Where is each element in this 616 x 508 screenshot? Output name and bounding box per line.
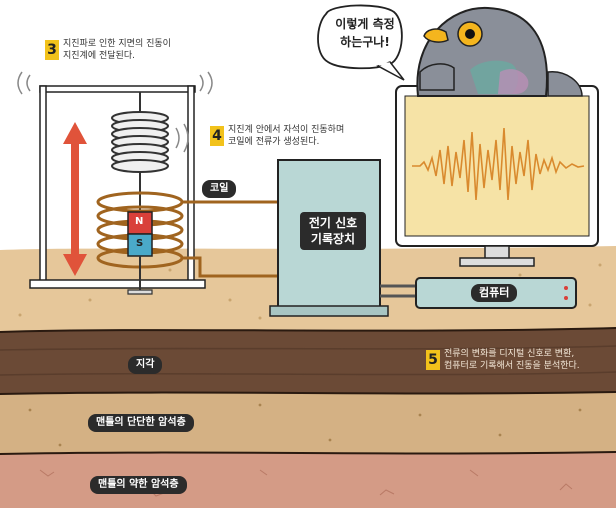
upper-mantle-layer xyxy=(0,392,616,454)
coil-label: 코일 xyxy=(202,180,237,198)
weak-mantle-label: 맨틀의 약한 암석층 xyxy=(90,476,187,494)
bird-speech-line1: 이렇게 측정 xyxy=(335,17,395,31)
speech-bubble xyxy=(317,4,405,81)
step-4-badge: 4 xyxy=(210,126,224,146)
computer-label: 컴퓨터 xyxy=(471,284,518,302)
monitor xyxy=(395,85,599,267)
magnet-n-label: N xyxy=(135,216,144,227)
step-5-badge: 5 xyxy=(426,350,440,370)
pigeon xyxy=(416,6,583,97)
step-3-line2: 지진계에 전달된다. xyxy=(63,51,135,61)
spring xyxy=(111,92,189,212)
vibration-arrow xyxy=(63,122,87,276)
magnet-s-label: S xyxy=(136,238,144,249)
seismometer-frame xyxy=(17,71,213,289)
crust-label: 지각 xyxy=(128,356,163,374)
step-3-line1: 지진파로 인한 지면의 진동이 xyxy=(63,39,171,49)
recorder-label-line1: 전기 신호 xyxy=(308,216,358,230)
upper-mantle-label: 맨틀의 단단한 암석층 xyxy=(88,414,194,432)
crust-layer xyxy=(0,328,616,394)
magnet xyxy=(127,211,153,295)
step-5-line1: 전류의 변화를 디지털 신호로 변환, xyxy=(444,349,575,359)
step-4-line1: 지진계 안에서 자석이 진동하며 xyxy=(228,125,345,135)
bird-speech-line2: 하는구나! xyxy=(340,35,390,49)
recorder-label: 전기 신호 기록장치 xyxy=(300,212,366,250)
recorder-label-line2: 기록장치 xyxy=(310,232,356,246)
step-3-badge: 3 xyxy=(45,40,59,60)
step-5-line2: 컴퓨터로 기록해서 진동을 분석한다. xyxy=(444,361,580,371)
step-4-line2: 코일에 전류가 생성된다. xyxy=(228,137,320,147)
